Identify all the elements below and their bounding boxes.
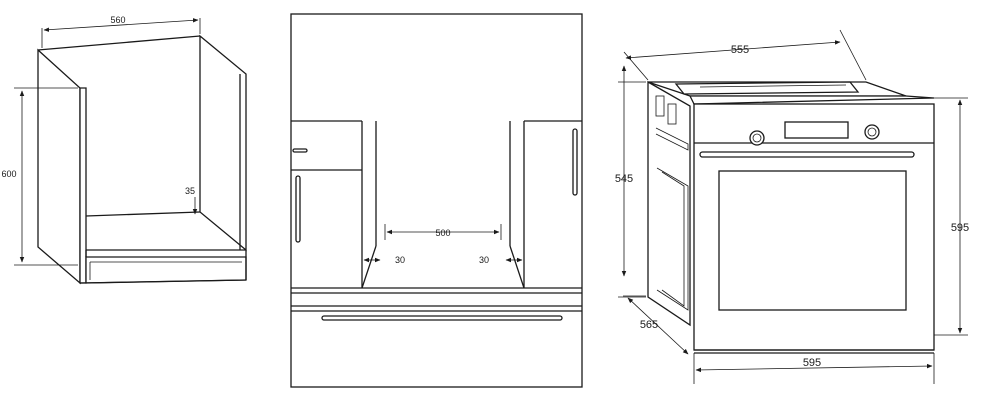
front-dimensions bbox=[363, 224, 523, 263]
oven-dimensions bbox=[618, 29, 968, 384]
gap-right-label: 30 bbox=[479, 255, 489, 265]
cabinet-dimensions bbox=[14, 18, 201, 266]
cabinet-plinth-label: 35 bbox=[185, 186, 195, 196]
front-view-drawing bbox=[290, 13, 583, 388]
oven-width-label: 595 bbox=[803, 357, 821, 369]
gap-left-label: 30 bbox=[395, 255, 405, 265]
cabinet-width-label: 560 bbox=[110, 15, 125, 25]
cabinet-height-label: 600 bbox=[1, 169, 16, 179]
oven-side-height-label: 545 bbox=[615, 173, 633, 185]
oven-drawing bbox=[647, 80, 935, 354]
opening-width-label: 500 bbox=[435, 228, 450, 238]
oven-depth-top-label: 555 bbox=[731, 44, 749, 56]
oven-depth-bottom-label: 565 bbox=[640, 319, 658, 331]
oven-front-height-label: 595 bbox=[951, 222, 969, 234]
cabinet-niche-drawing bbox=[37, 34, 247, 285]
